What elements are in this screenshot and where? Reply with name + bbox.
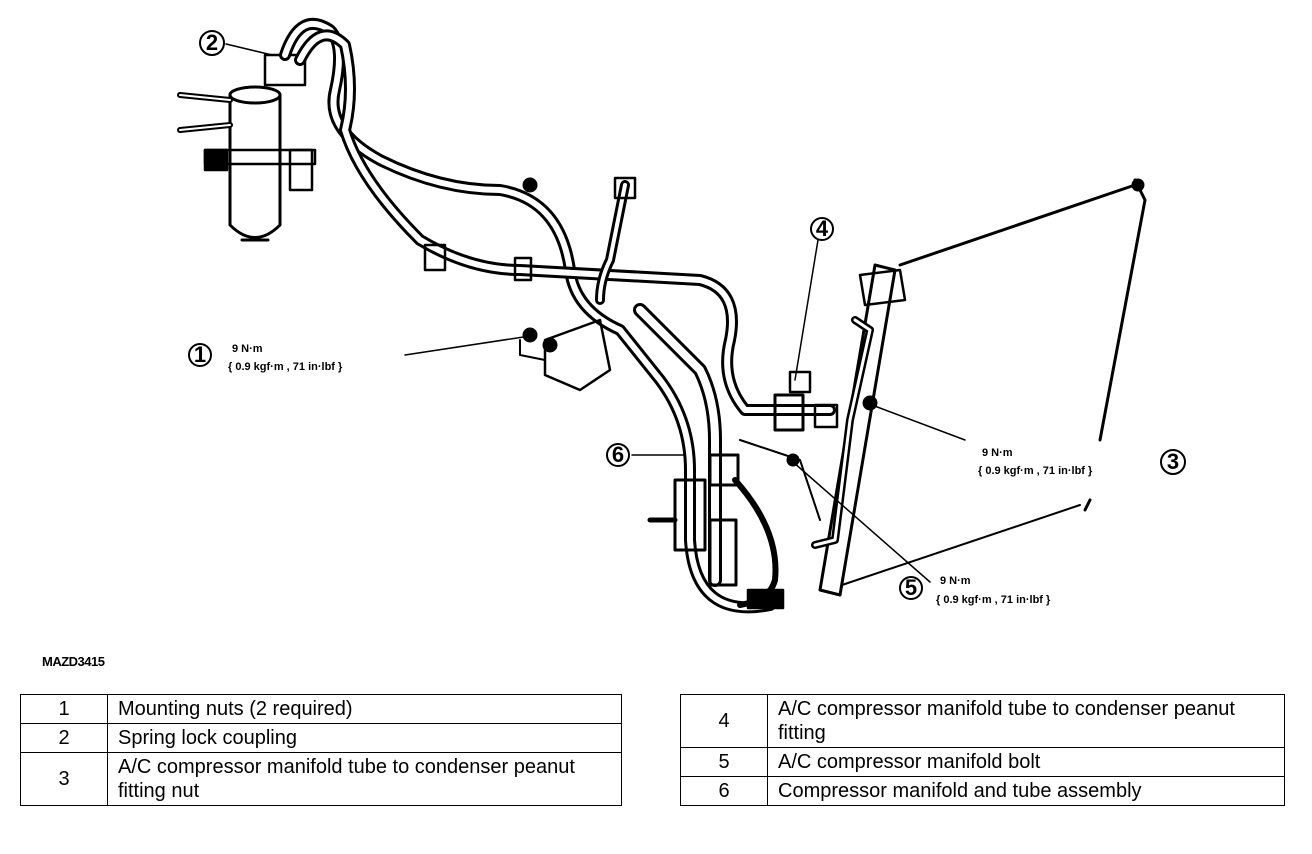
ac-system-diagram: 1 9 N·m { 0.9 kgf·m , 71 in·lbf } 2 3 9 … — [177, 17, 1186, 614]
callout-3-number: 3 — [1167, 449, 1179, 474]
callout-2: 2 — [199, 30, 225, 56]
legend-description: A/C compressor manifold tube to condense… — [767, 694, 1285, 748]
callout-6: 6 — [606, 442, 630, 467]
legend-table-left: 1 Mounting nuts (2 required) 2 Spring lo… — [20, 694, 622, 806]
mounting-bracket-drawing — [519, 318, 612, 392]
legend-number: 2 — [20, 723, 108, 753]
figure-code: MAZD3415 — [42, 654, 105, 669]
legend-row: 1 Mounting nuts (2 required) — [20, 694, 622, 724]
callout-1: 1 9 N·m { 0.9 kgf·m , 71 in·lbf } — [188, 342, 343, 373]
legend-description: A/C compressor manifold tube to condense… — [107, 752, 622, 806]
callout-3-torque-imperial: { 0.9 kgf·m , 71 in·lbf } — [978, 465, 1093, 477]
legend-row: 6 Compressor manifold and tube assembly — [680, 776, 1285, 806]
legend-description: Spring lock coupling — [107, 723, 622, 753]
callout-2-number: 2 — [206, 30, 218, 55]
legend-row: 3 A/C compressor manifold tube to conden… — [20, 752, 622, 806]
legend-row: 4 A/C compressor manifold tube to conden… — [680, 694, 1285, 748]
legend-description: A/C compressor manifold bolt — [767, 747, 1285, 777]
legend-row: 5 A/C compressor manifold bolt — [680, 747, 1285, 777]
callout-5-number: 5 — [905, 575, 917, 600]
callout-1-torque-imperial: { 0.9 kgf·m , 71 in·lbf } — [228, 361, 343, 373]
callout-3-torque-nm: 9 N·m — [982, 447, 1013, 459]
legend-row: 2 Spring lock coupling — [20, 723, 622, 753]
callout-1-torque-nm: 9 N·m — [232, 343, 263, 355]
callout-1-number: 1 — [194, 342, 206, 367]
legend-number: 1 — [20, 694, 108, 724]
legend-description: Compressor manifold and tube assembly — [767, 776, 1285, 806]
callout-5-torque-nm: 9 N·m — [940, 575, 971, 587]
callout-5-torque-imperial: { 0.9 kgf·m , 71 in·lbf } — [936, 594, 1051, 606]
legend-number: 6 — [680, 776, 768, 806]
legend-number: 3 — [20, 752, 108, 806]
callout-5: 5 9 N·m { 0.9 kgf·m , 71 in·lbf } — [899, 575, 1051, 606]
legend-description: Mounting nuts (2 required) — [107, 694, 622, 724]
condenser-drawing — [773, 178, 1147, 597]
callout-3: 3 9 N·m { 0.9 kgf·m , 71 in·lbf } — [978, 447, 1186, 477]
accumulator-drawing — [177, 53, 317, 242]
callout-4-number: 4 — [816, 216, 829, 241]
suction-tube-drawing — [279, 17, 836, 614]
legend-number: 5 — [680, 747, 768, 777]
legend-table-right: 4 A/C compressor manifold tube to conden… — [680, 694, 1285, 806]
callout-6-number: 6 — [612, 442, 624, 467]
callout-4: 4 — [810, 216, 834, 241]
compressor-manifold-drawing — [633, 303, 821, 610]
callout-leaders — [225, 43, 966, 583]
legend-number: 4 — [680, 694, 768, 748]
